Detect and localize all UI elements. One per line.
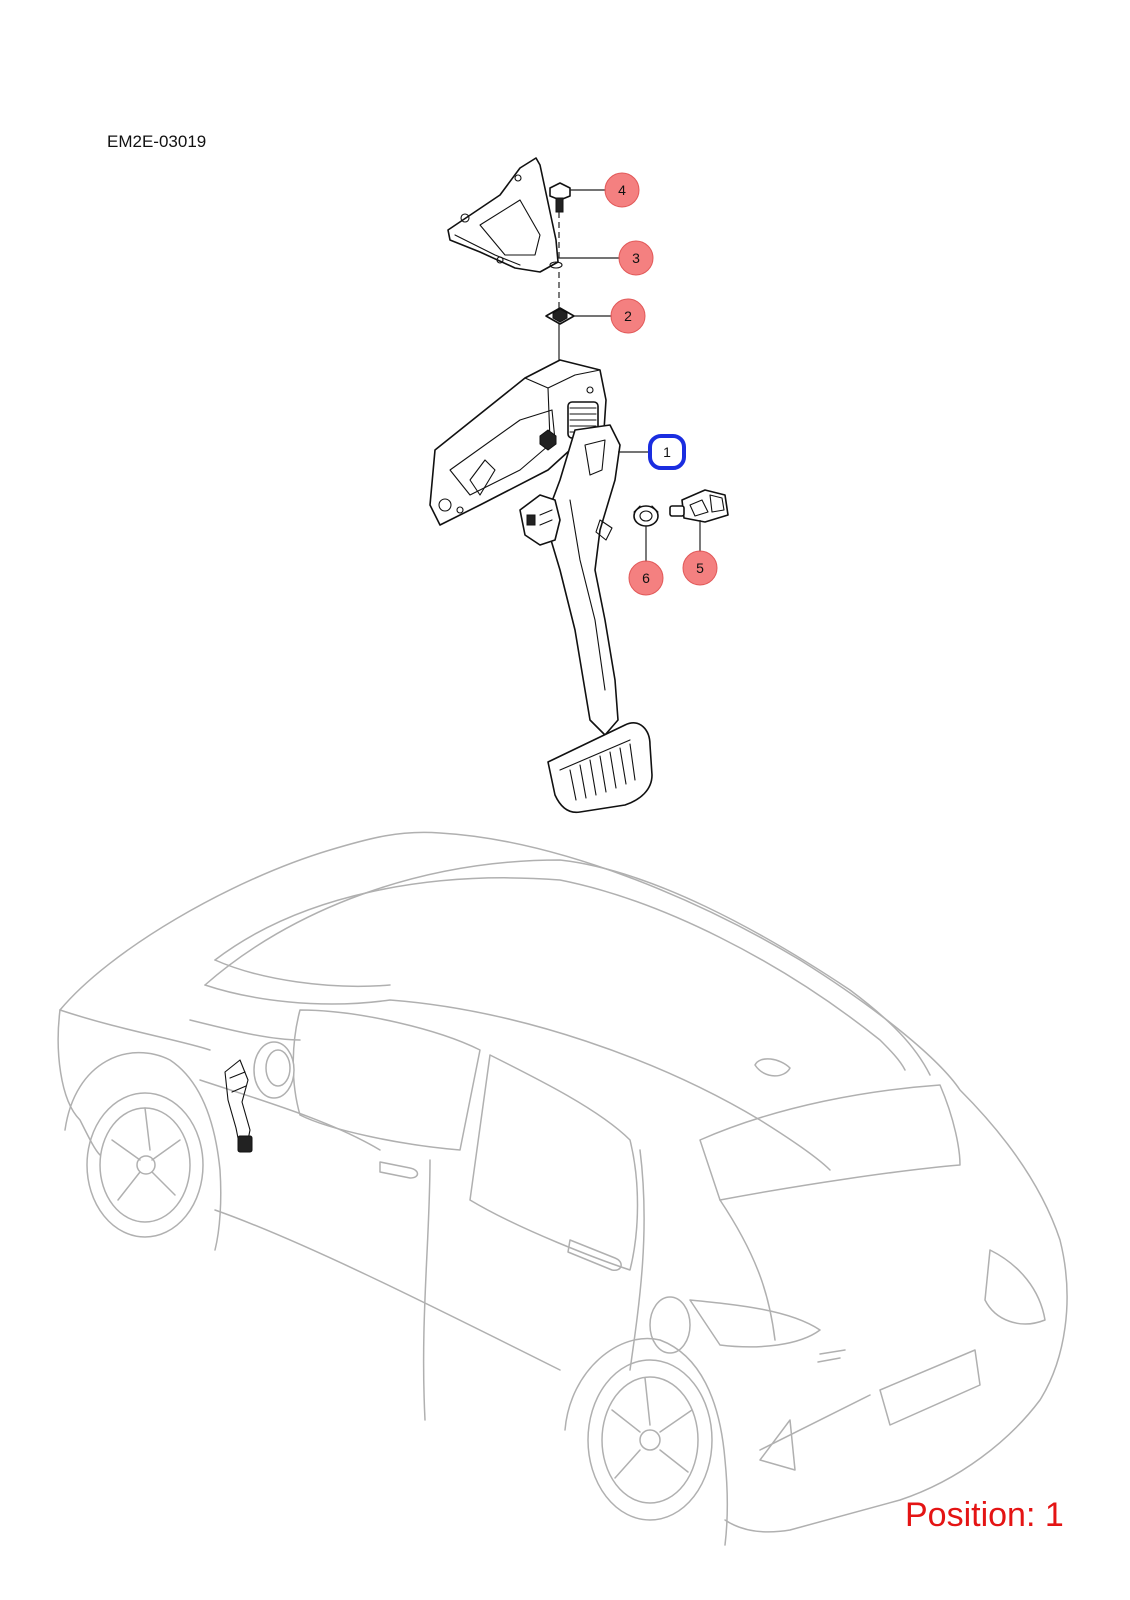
clip-part	[633, 505, 659, 527]
svg-text:1: 1	[663, 444, 671, 460]
callout-1[interactable]: 1	[648, 434, 686, 470]
callout-2[interactable]: 2	[610, 298, 646, 334]
diagram-code: EM2E-03019	[107, 132, 207, 151]
svg-text:2: 2	[624, 308, 632, 324]
callout-6[interactable]: 6	[628, 560, 664, 596]
nut-part	[545, 307, 575, 325]
callout-3[interactable]: 3	[618, 240, 654, 276]
switch-part	[669, 489, 729, 523]
svg-text:4: 4	[618, 182, 626, 198]
callout-4[interactable]: 4	[604, 172, 640, 208]
svg-text:5: 5	[696, 560, 704, 576]
position-indicator: Position: 1	[905, 1496, 1064, 1534]
pedal-assembly-part	[429, 359, 653, 814]
bolt-part	[549, 182, 571, 213]
callout-5[interactable]: 5	[682, 550, 718, 586]
vehicle-outline	[57, 831, 1068, 1546]
svg-text:6: 6	[642, 570, 650, 586]
upper-bracket-part	[447, 157, 563, 273]
svg-text:3: 3	[632, 250, 640, 266]
